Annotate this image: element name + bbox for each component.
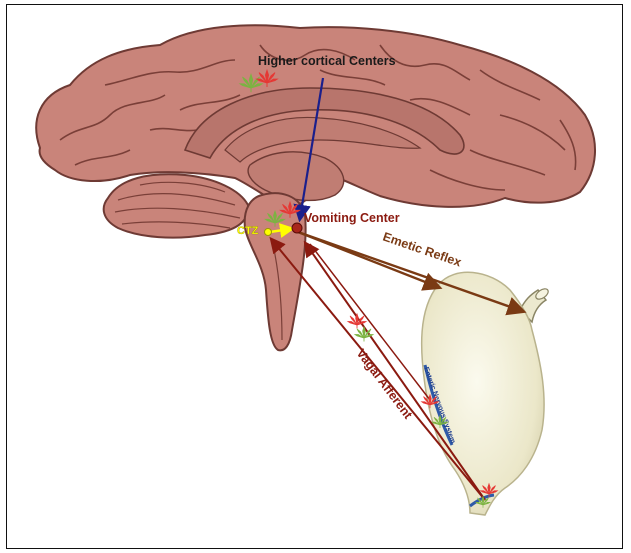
stomach-illustration: Enteric Nervous System <box>422 272 550 515</box>
cannabis-leaf-icon <box>355 327 373 342</box>
vomiting-center-node <box>292 223 302 233</box>
ctz-label: CTZ <box>237 225 259 237</box>
enteric-to-vagal-line <box>310 244 430 400</box>
cerebellum <box>104 174 248 237</box>
ctz-node <box>265 229 272 236</box>
emetic-reflex-label: Emetic Reflex <box>381 230 463 270</box>
vomiting-center-label: Vomiting Center <box>304 211 400 225</box>
higher-cortical-centers-label: Higher cortical Centers <box>258 54 396 68</box>
